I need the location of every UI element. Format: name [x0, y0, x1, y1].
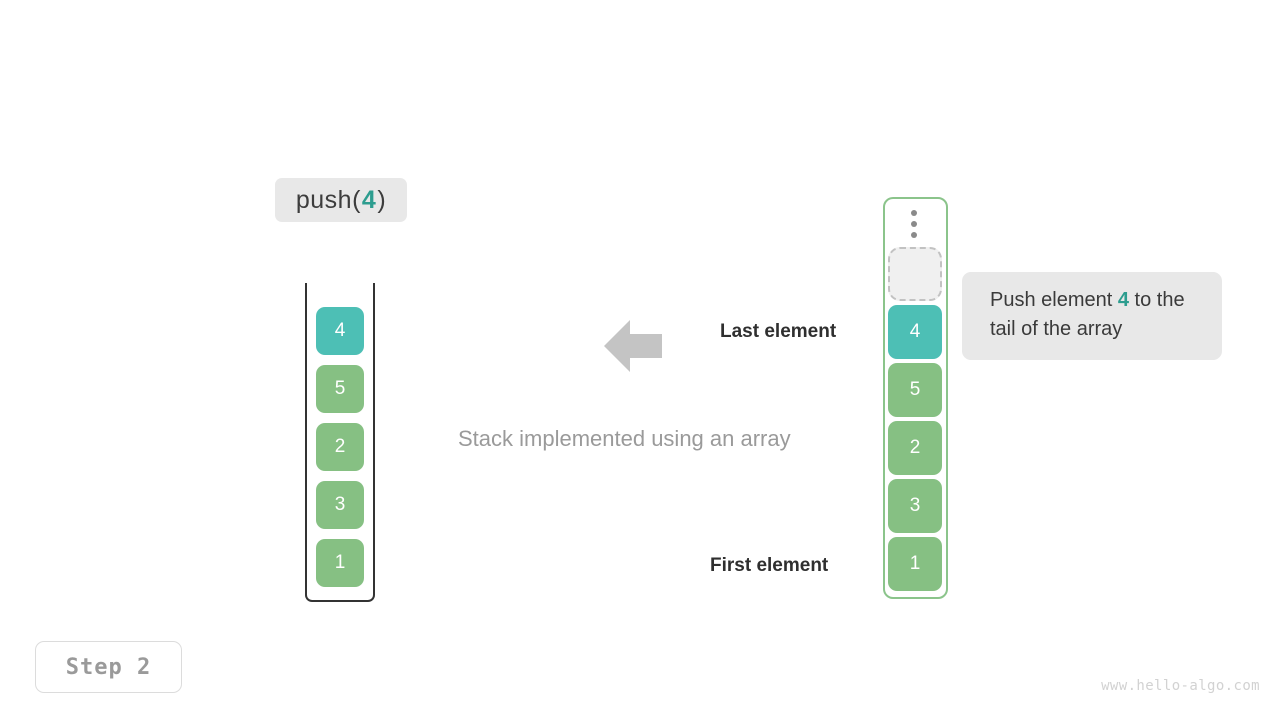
stack-container [305, 283, 375, 602]
array-cell-list: 4 5 2 3 1 [888, 247, 942, 591]
operation-label: push(4) [275, 178, 407, 222]
arrow-left-icon [604, 320, 662, 372]
tooltip-text-before: Push element [990, 289, 1118, 311]
tooltip-highlight: 4 [1117, 289, 1129, 311]
operation-suffix: ) [377, 185, 387, 214]
stack-cell: 4 [316, 307, 364, 355]
array-empty-slot [888, 247, 942, 301]
stack-cell: 5 [316, 365, 364, 413]
last-element-label: Last element [720, 321, 837, 342]
stack-cell: 3 [316, 481, 364, 529]
stack-caption: Stack implemented using an array [458, 426, 791, 451]
stack-cell-list: 4 5 2 3 1 [316, 307, 364, 587]
array-cell: 5 [888, 363, 942, 417]
watermark: www.hello-algo.com [1101, 678, 1260, 694]
array-container [883, 197, 948, 599]
operation-prefix: push( [295, 185, 361, 214]
step-badge: Step 2 [35, 641, 182, 693]
tooltip-text-after: to the tail of the array [990, 289, 1185, 340]
array-cell: 3 [888, 479, 942, 533]
operation-argument: 4 [361, 185, 377, 214]
vertical-ellipsis-icon [908, 210, 920, 238]
array-cell: 1 [888, 537, 942, 591]
array-cell: 2 [888, 421, 942, 475]
explanation-tooltip: Push element 4 to the tail of the array [962, 272, 1222, 360]
first-element-label: First element [710, 555, 829, 576]
stack-cell: 2 [316, 423, 364, 471]
array-cell: 4 [888, 305, 942, 359]
stack-cell: 1 [316, 539, 364, 587]
